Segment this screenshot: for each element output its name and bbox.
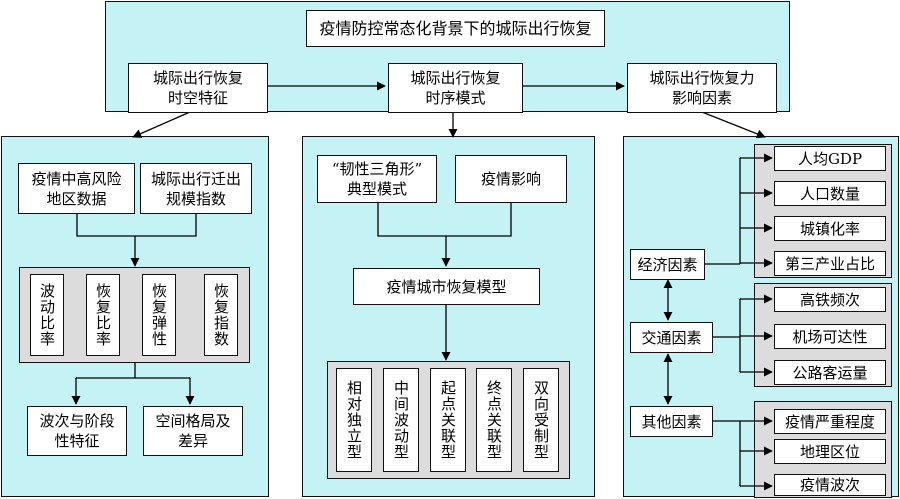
mode-relatively-independent: 相对独立型 — [336, 368, 372, 472]
mode-origin-linked: 起点关联型 — [430, 368, 466, 472]
temporal-mode-box: 城际出行恢复 时序模式 — [388, 63, 523, 113]
factor-airport-accessibility: 机场可达性 — [774, 324, 886, 349]
main-title-box: 疫情防控常态化背景下的城际出行恢复 — [306, 10, 605, 47]
factor-urbanization-rate: 城镇化率 — [774, 216, 886, 241]
epidemic-impact-box: 疫情影响 — [455, 155, 567, 203]
other-factors-box: 其他因素 — [630, 406, 713, 437]
arrow-to-right-panel — [701, 111, 766, 139]
factor-gdp-per-capita: 人均GDP — [774, 146, 886, 171]
mode-bidirectional-constrained: 双向受制型 — [523, 368, 559, 472]
metric-recovery-ratio: 恢复比率 — [86, 274, 120, 356]
metric-recovery-elasticity: 恢复弹性 — [142, 274, 176, 356]
spatial-features-box: 城际出行恢复 时空特征 — [128, 63, 268, 113]
metric-recovery-index: 恢复指数 — [204, 274, 238, 356]
mode-intermediate-fluctuation: 中间波动型 — [383, 368, 419, 472]
resilience-triangle-box: “韧性三角形” 典型模式 — [317, 155, 437, 203]
arrow-to-left-panel — [132, 111, 191, 138]
economic-factors-box: 经济因素 — [630, 249, 705, 280]
wave-stage-box: 波次与阶段 性特征 — [27, 406, 127, 456]
recovery-model-box: 疫情城市恢复模型 — [353, 268, 540, 305]
transport-factors-box: 交通因素 — [630, 322, 713, 353]
factor-tertiary-industry-share: 第三产业占比 — [774, 251, 886, 276]
factor-epidemic-severity: 疫情严重程度 — [774, 409, 886, 434]
factor-epidemic-wave: 疫情波次 — [774, 474, 886, 496]
factor-geographic-location: 地理区位 — [774, 439, 886, 464]
factor-road-passenger-volume: 公路客运量 — [774, 360, 886, 385]
metric-fluctuation-ratio: 波动比率 — [30, 274, 64, 356]
factor-hsr-frequency: 高铁频次 — [774, 287, 886, 312]
spatial-pattern-box: 空间格局及 差异 — [143, 406, 243, 456]
migration-index-box: 城际出行迁出 规模指数 — [140, 163, 252, 214]
mode-destination-linked: 终点关联型 — [476, 368, 512, 472]
risk-area-data-box: 疫情中高风险 地区数据 — [18, 163, 135, 214]
factor-population: 人口数量 — [774, 181, 886, 206]
influence-factors-box: 城际出行恢复力 影响因素 — [627, 63, 777, 113]
